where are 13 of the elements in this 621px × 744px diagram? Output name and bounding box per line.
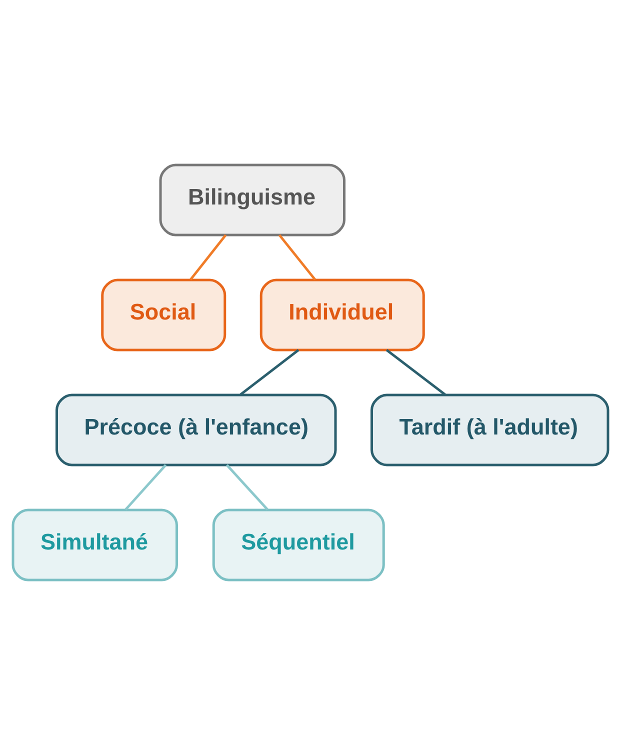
node-box: Simultané xyxy=(12,508,178,581)
connector xyxy=(278,234,316,280)
connector xyxy=(386,348,446,396)
connector xyxy=(190,234,227,280)
node-box: Précoce (à l'enfance) xyxy=(56,393,337,466)
connector xyxy=(124,464,167,510)
connector xyxy=(226,464,268,510)
node-box: Social xyxy=(101,278,226,351)
node-box: Tardif (à l'adulte) xyxy=(370,393,610,466)
node-box: Individuel xyxy=(260,278,425,351)
node-box: Séquentiel xyxy=(212,508,385,581)
node-box: Bilinguisme xyxy=(159,163,346,236)
connector xyxy=(240,348,300,396)
